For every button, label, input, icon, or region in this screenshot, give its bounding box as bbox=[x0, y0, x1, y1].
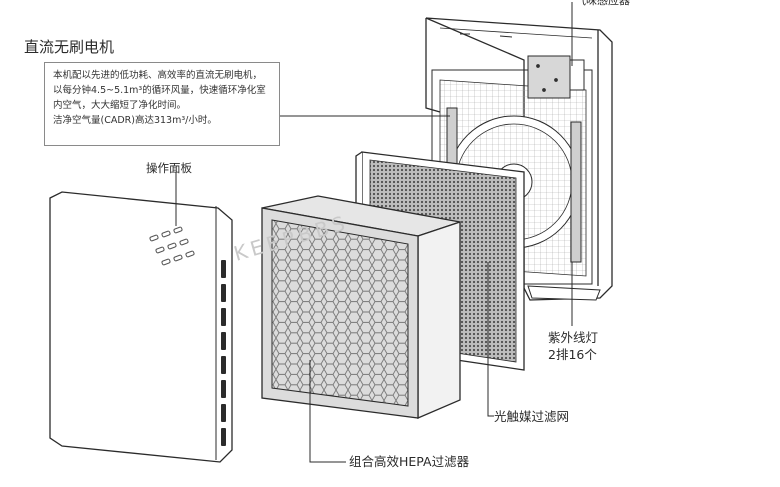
motor-callout-box: 本机配以先进的低功耗、高效率的直流无刷电机，以每分钟4.5~5.1m³的循环风量… bbox=[44, 62, 280, 146]
front-panel bbox=[49, 191, 233, 463]
uv-lamp-count-label: 2排16个 bbox=[548, 347, 597, 362]
sensor-label: 气味感应器 bbox=[575, 0, 630, 7]
motor-title: 直流无刷电机 bbox=[24, 38, 115, 56]
uv-lamp-label: 紫外线灯 bbox=[548, 330, 599, 345]
leader-lines bbox=[175, 2, 573, 463]
leader-hepa bbox=[309, 360, 346, 463]
panel-label: 操作面板 bbox=[146, 161, 192, 175]
hepa-label: 组合高效HEPA过滤器 bbox=[349, 454, 470, 469]
hepa-filter bbox=[261, 195, 461, 419]
callout-line-2: 洁净空气量(CADR)高达313m³/小时。 bbox=[53, 115, 217, 126]
leader-photo bbox=[487, 262, 494, 417]
callout-line-1: 本机配以先进的低功耗、高效率的直流无刷电机，以每分钟4.5~5.1m³的循环风量… bbox=[53, 70, 266, 111]
photocatalyst-label: 光触媒过滤网 bbox=[494, 409, 570, 424]
